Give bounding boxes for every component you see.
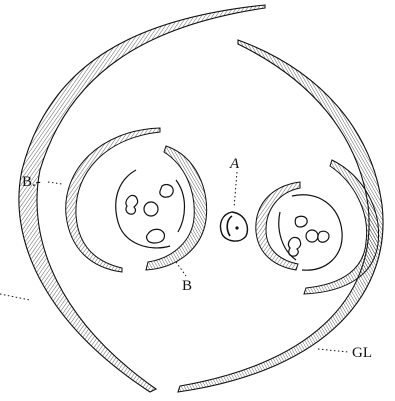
label-gl: GL xyxy=(352,345,372,361)
right-cell-inner-ring-2 xyxy=(279,212,296,260)
left-cell-wall-right xyxy=(146,146,207,270)
left-cell-granule-3 xyxy=(147,229,165,243)
right-cell-granule-3 xyxy=(318,231,329,242)
leader-a xyxy=(234,172,237,208)
label-b-bottom: B xyxy=(182,278,192,294)
sieve-pore-a-dot xyxy=(235,226,238,229)
left-cell-nucleus xyxy=(144,202,158,216)
right-cell-granule-1 xyxy=(289,237,301,256)
outer-wall-right xyxy=(178,40,383,392)
right-cell-granule-2 xyxy=(295,216,307,227)
leader-b-bottom xyxy=(176,262,186,276)
sieve-pore-a xyxy=(220,212,247,241)
right-cell-nucleus xyxy=(306,230,318,242)
outer-wall-left xyxy=(19,5,265,392)
sieve-pore-a-inner xyxy=(227,216,232,236)
left-cell-granule-2 xyxy=(160,185,173,198)
label-a: A xyxy=(229,156,240,172)
leader-gl xyxy=(318,349,348,352)
label-b-left: B.- xyxy=(22,174,41,190)
left-cell-outer-wall xyxy=(66,128,160,272)
left-cell-granule-1 xyxy=(126,195,138,214)
leader-left-edge xyxy=(0,294,30,300)
leader-b-left xyxy=(48,182,62,184)
